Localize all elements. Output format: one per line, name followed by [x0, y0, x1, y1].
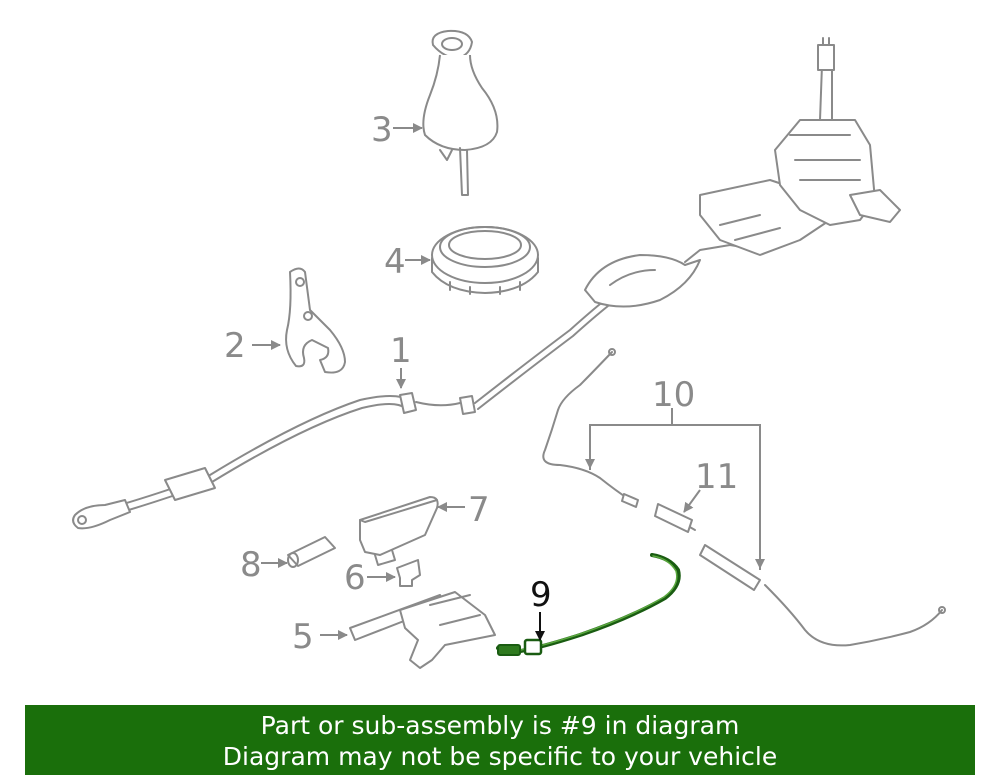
callout-10: 10	[652, 375, 695, 415]
part-2-bracket[interactable]	[285, 267, 346, 374]
callout-5: 5	[292, 617, 314, 657]
part-8-pin[interactable]	[287, 536, 336, 568]
callout-6: 6	[344, 558, 366, 598]
callout-3: 3	[371, 110, 393, 150]
part-6-clip[interactable]	[396, 559, 421, 587]
callout-leaders	[252, 123, 765, 641]
info-banner: Part or sub-assembly is #9 in diagram Di…	[25, 705, 975, 775]
part-1-shift-cable[interactable]	[72, 37, 901, 530]
parts-diagram: 1 2 3 4 5 6 7 8 9 10 11	[72, 29, 946, 669]
part-3-shift-knob[interactable]	[422, 29, 499, 196]
callout-7: 7	[468, 490, 490, 530]
part-5-lever-bracket[interactable]	[349, 591, 496, 669]
part-7-housing[interactable]	[359, 496, 439, 566]
callout-11: 11	[695, 457, 738, 497]
banner-line-2: Diagram may not be specific to your vehi…	[222, 742, 778, 771]
banner-line-1: Part or sub-assembly is #9 in diagram	[260, 711, 740, 740]
callout-1: 1	[390, 331, 412, 371]
part-4-ring[interactable]	[431, 226, 539, 295]
part-10-cable[interactable]	[542, 348, 946, 647]
callout-labels: 1 2 3 4 5 6 7 8 9 10 11	[224, 110, 738, 657]
callout-2: 2	[224, 326, 246, 366]
callout-4: 4	[384, 242, 406, 282]
part-9-cable-highlighted[interactable]	[496, 553, 681, 656]
callout-9: 9	[530, 575, 552, 615]
callout-8: 8	[240, 545, 262, 585]
